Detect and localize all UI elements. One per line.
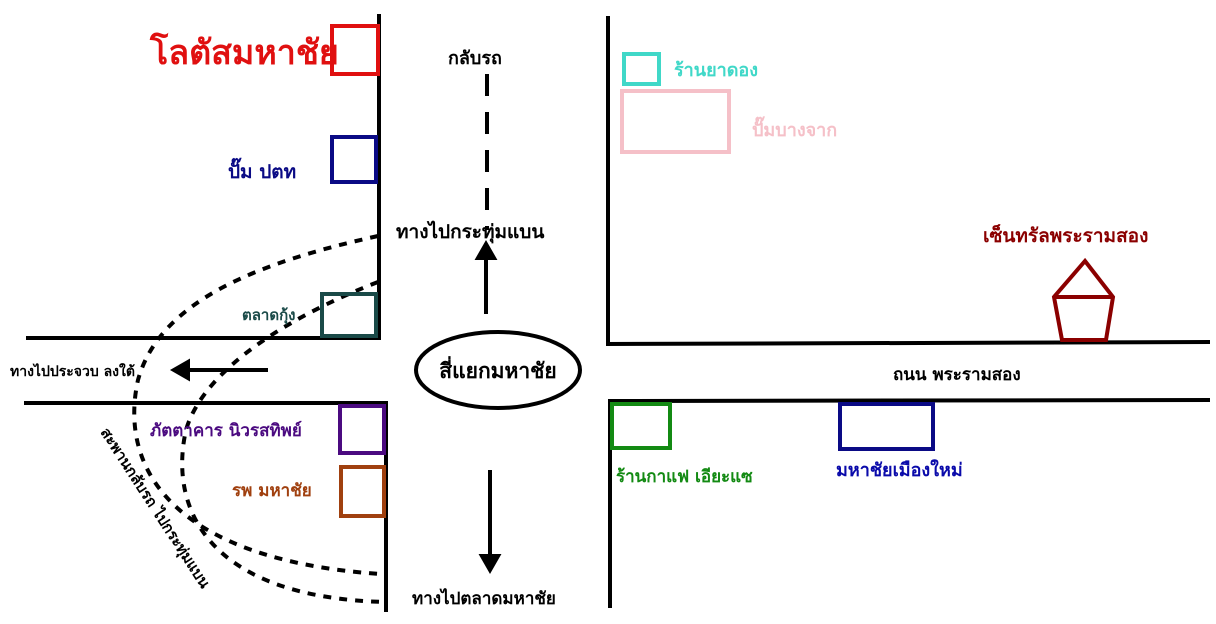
label-lotus: โลตัสมหาชัย (149, 32, 339, 73)
arrows (169, 239, 502, 575)
label-bridge: สะพานกลับรถ ไปกระทุ่มแบน (96, 424, 215, 593)
arrow-up (474, 239, 498, 314)
labels: โลตัสมหาชัย ปั๊ม ปตท ตลาดกุ้ง ภัตตาคาร น… (10, 32, 1148, 609)
lotus-box (330, 24, 380, 76)
road-right-upper-horizontal (605, 340, 1211, 346)
hospital-box (339, 465, 386, 518)
road-right-lower-horizontal (607, 398, 1211, 403)
label-central: เซ็นทรัลพระรามสอง (983, 223, 1148, 247)
bangchak-box (620, 89, 731, 154)
label-to-krathumbaen: ทางไปกระทุ่มแบน (396, 220, 544, 244)
arrow-down (478, 470, 502, 575)
label-intersection: สี่แยกมหาชัย (439, 355, 557, 383)
label-to-market: ทางไปตลาดมหาชัย (412, 588, 556, 609)
label-pharmacy: ร้านยาดอง (674, 60, 758, 81)
label-road-rama2: ถนน พระรามสอง (893, 365, 1021, 385)
ptt-box (330, 135, 378, 184)
places (320, 24, 1116, 518)
pattakarn-box (338, 404, 386, 455)
bridge-paths (132, 234, 387, 604)
label-pattakarn: ภัตตาคาร นิวรสทิพย์ (150, 420, 302, 441)
pharmacy-box (622, 52, 661, 86)
bridge-path-inner (180, 280, 387, 604)
label-uturn: กลับรถ (448, 48, 502, 69)
label-taladkung: ตลาดกุ้ง (242, 306, 296, 325)
cafe-box (610, 402, 672, 450)
intersection-ellipse (414, 330, 582, 410)
label-hospital: รพ มหาชัย (232, 481, 312, 501)
bridge-path-outer (132, 234, 381, 576)
roads (24, 14, 1211, 612)
label-bangchak: ปั๊มบางจาก (752, 116, 837, 141)
taladkung-box (320, 292, 378, 338)
label-cafe: ร้านกาแฟ เอียะแซ (616, 466, 753, 487)
label-mahachai-muangmai: มหาชัยเมืองใหม่ (836, 459, 963, 481)
mahachai-muangmai-box (838, 402, 935, 451)
house-icon (1051, 257, 1116, 342)
label-to-prachuap: ทางไปประจวบ ลงใต้ (10, 362, 135, 380)
arrow-left (169, 358, 268, 382)
label-ptt: ปั๊ม ปตท (228, 157, 296, 183)
